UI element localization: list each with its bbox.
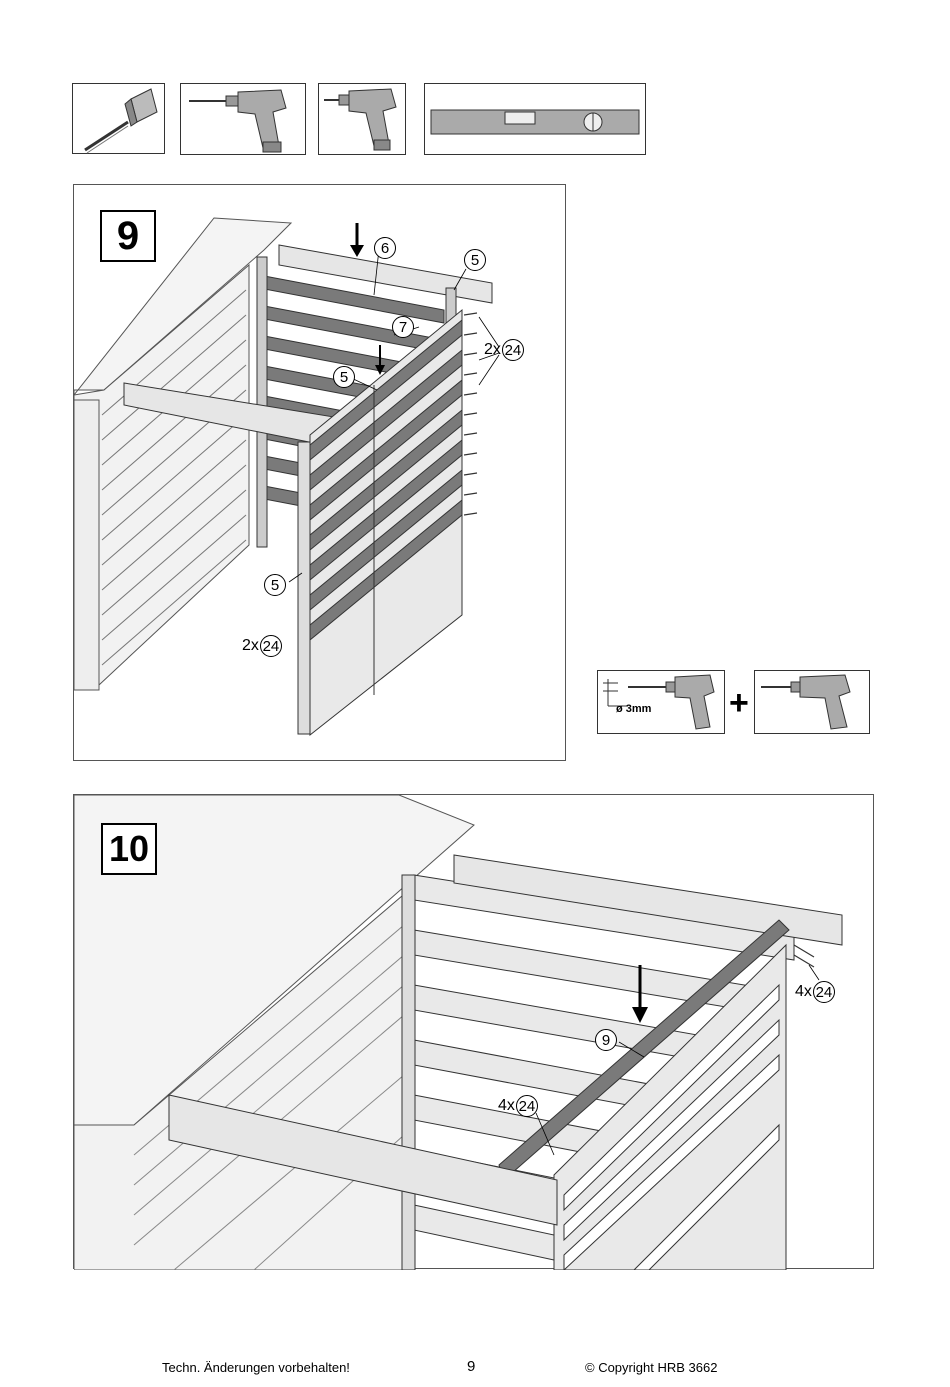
screw-number: 24 <box>501 339 524 361</box>
part-callout-6: 6 <box>374 237 396 259</box>
footer-disclaimer: Techn. Änderungen vorbehalten! <box>162 1360 350 1375</box>
part-callout-9: 9 <box>595 1029 617 1051</box>
step-9-panel: 9 6 5 7 5 5 2x 24 2x 24 <box>73 184 566 761</box>
screw-number: 24 <box>812 981 835 1003</box>
tool-spirit-level <box>424 83 646 155</box>
screw-callout-right: 2x 24 <box>484 339 524 361</box>
part-number: 7 <box>392 316 414 338</box>
quantity: 2x <box>242 637 259 654</box>
page-number: 9 <box>467 1358 476 1375</box>
pre-drill-hint: ø 3mm <box>597 670 725 734</box>
part-callout-5-top: 5 <box>464 249 486 271</box>
screw-callout-mid: 4x 24 <box>498 1095 538 1117</box>
part-number: 5 <box>464 249 486 271</box>
step-number: 10 <box>101 823 157 875</box>
part-callout-7: 7 <box>392 316 414 338</box>
part-number: 5 <box>333 366 355 388</box>
part-callout-5-mid: 5 <box>333 366 355 388</box>
part-callout-5-low: 5 <box>264 574 286 596</box>
screw-callout-left: 2x 24 <box>242 635 282 657</box>
spirit-level-icon <box>430 109 640 135</box>
screwing-drill-icon <box>761 674 851 730</box>
screw-hint <box>754 670 870 734</box>
screwdriver-drill-icon <box>324 88 397 151</box>
plus-sign: + <box>729 684 749 722</box>
tool-screwdriver <box>318 83 406 155</box>
quantity: 4x <box>498 1097 515 1114</box>
step-number: 9 <box>100 210 156 262</box>
screw-number: 24 <box>259 635 282 657</box>
part-number: 5 <box>264 574 286 596</box>
step-10-panel: 10 9 4x 24 4x 24 <box>73 794 874 1270</box>
footer-copyright: © Copyright HRB 3662 <box>585 1360 718 1375</box>
quantity: 2x <box>484 341 501 358</box>
screw-number: 24 <box>515 1095 538 1117</box>
pre-drill-icon <box>603 674 715 730</box>
screw-callout-right: 4x 24 <box>795 981 835 1003</box>
drill-with-bit-icon <box>189 89 287 153</box>
measuring-tape-icon <box>84 88 158 154</box>
part-number: 6 <box>374 237 396 259</box>
step-9-illustration <box>74 217 500 737</box>
quantity: 4x <box>795 983 812 1000</box>
tool-measuring-tape <box>72 83 165 154</box>
part-number: 9 <box>595 1029 617 1051</box>
step-10-illustration <box>74 795 843 1270</box>
drill-diameter-label: ø 3mm <box>616 703 652 715</box>
tool-drill <box>180 83 306 155</box>
